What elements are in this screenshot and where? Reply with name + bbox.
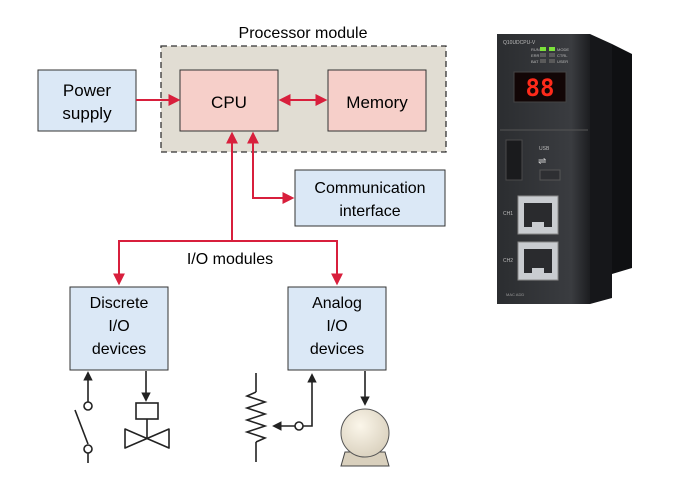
discrete-io-line2: I/O bbox=[108, 318, 129, 335]
communication-interface-block: Communication interface bbox=[294, 169, 446, 227]
analog-io-line1: Analog bbox=[312, 295, 362, 312]
cpu-box bbox=[179, 69, 279, 132]
discrete-io-line1: Discrete bbox=[90, 295, 149, 312]
power-supply-line2: supply bbox=[62, 104, 112, 123]
discrete-io-line3: devices bbox=[92, 341, 146, 358]
plc-status-leds: RUN ERR BAT MODE CTRL USER bbox=[531, 47, 569, 64]
led-label-err: ERR bbox=[531, 53, 540, 58]
plc-ethernet-port-2 bbox=[517, 241, 559, 281]
plc-ethernet-port-1 bbox=[517, 195, 559, 235]
led-label-ctrl: CTRL bbox=[557, 53, 568, 58]
plc-usb-port bbox=[539, 169, 561, 181]
memory-label: Memory bbox=[346, 93, 408, 112]
led-label-mode: MODE bbox=[557, 47, 569, 52]
led-label-user: USER bbox=[557, 59, 568, 64]
port-label-ch2: CH2 bbox=[503, 258, 513, 264]
power-supply-block: Power supply bbox=[37, 69, 137, 132]
plc-rear-panel bbox=[612, 44, 632, 274]
led-mode bbox=[549, 47, 555, 51]
port-label-ch1: CH1 bbox=[503, 211, 513, 217]
motor-icon bbox=[340, 371, 390, 467]
analog-io-block: Analog I/O devices bbox=[287, 286, 387, 371]
led-label-run: RUN bbox=[531, 47, 540, 52]
cpu-label: CPU bbox=[211, 93, 247, 112]
analog-io-line3: devices bbox=[310, 341, 364, 358]
switch-icon bbox=[74, 371, 93, 463]
plc-model-text: Q10UDCPU-V bbox=[503, 40, 536, 46]
led-ctrl bbox=[549, 53, 555, 57]
io-modules-label: I/O modules bbox=[187, 251, 273, 268]
plc-mac-label: MAC ADD bbox=[506, 292, 524, 297]
plc-display-digits: 88 bbox=[526, 74, 555, 102]
signal-arrows bbox=[113, 94, 343, 286]
potentiometer-icon bbox=[244, 373, 317, 462]
led-run bbox=[540, 47, 546, 51]
plc-side-panel bbox=[590, 34, 612, 304]
usb-icon: ⇌ bbox=[538, 156, 546, 167]
led-bat bbox=[540, 59, 546, 63]
io-bus-arrow bbox=[113, 240, 343, 286]
led-err bbox=[540, 53, 546, 57]
solenoid-valve-icon bbox=[124, 371, 170, 449]
memory-box bbox=[327, 69, 427, 132]
usb-label: USB bbox=[539, 146, 550, 152]
cpu-comm-arrow bbox=[247, 131, 295, 204]
analog-io-line2: I/O bbox=[326, 318, 347, 335]
led-label-bat: BAT bbox=[531, 59, 539, 64]
led-user bbox=[549, 59, 555, 63]
memory-block: Memory bbox=[327, 69, 427, 132]
plc-cpu-module-photo: Q10UDCPU-V RUN ERR BAT MODE CTRL USER 88… bbox=[497, 34, 632, 304]
communication-interface-box bbox=[294, 169, 446, 227]
processor-module-title: Processor module bbox=[239, 25, 368, 42]
plc-sd-slot bbox=[505, 139, 523, 181]
discrete-io-block: Discrete I/O devices bbox=[69, 286, 169, 371]
cpu-block: CPU bbox=[179, 69, 279, 132]
communication-interface-line2: interface bbox=[339, 203, 400, 220]
analog-io-box bbox=[287, 286, 387, 371]
communication-interface-line1: Communication bbox=[314, 180, 425, 197]
power-supply-line1: Power bbox=[63, 81, 112, 100]
plc-seven-segment-display bbox=[513, 71, 567, 103]
discrete-io-box bbox=[69, 286, 169, 371]
